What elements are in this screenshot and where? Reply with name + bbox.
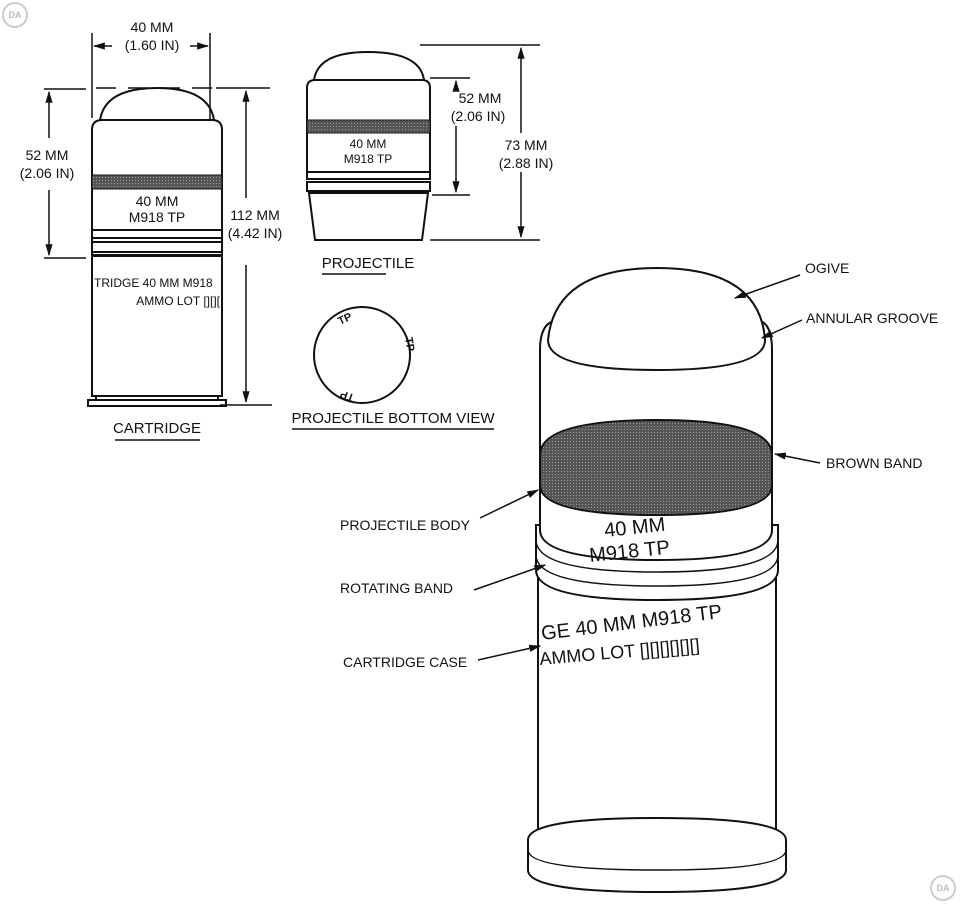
svg-text:DA: DA [937,883,950,893]
callout-ogive: OGIVE [733,260,849,299]
svg-text:OGIVE: OGIVE [805,260,849,276]
svg-text:M918 TP: M918 TP [344,152,392,166]
svg-text:112 MM: 112 MM [230,207,280,223]
cartridge-caption: CARTRIDGE [113,420,201,437]
svg-text:ROTATING BAND: ROTATING BAND [340,580,453,596]
svg-text:40 MM: 40 MM [136,193,179,209]
svg-text:TRIDGE 40 MM M918: TRIDGE 40 MM M918 [94,276,213,290]
svg-text:52 MM: 52 MM [26,147,69,163]
callout-cartridge-case: CARTRIDGE CASE [343,644,542,670]
svg-text:M918 TP: M918 TP [129,209,186,225]
main-cartridge-drawing: 40 MM M918 TP GE 40 MM M918 TP AMMO LOT … [527,266,787,894]
svg-text:PROJECTILE BODY: PROJECTILE BODY [340,517,471,533]
svg-text:(1.60 IN): (1.60 IN) [125,37,179,53]
svg-text:TP: TP [402,336,416,352]
svg-text:(2.06 IN): (2.06 IN) [20,165,74,181]
brown-band [91,174,223,190]
svg-text:DA: DA [9,10,22,20]
svg-text:(2.06 IN): (2.06 IN) [451,108,505,124]
brown-band [539,418,773,517]
callout-brown-band: BROWN BAND [773,452,922,471]
callout-projectile-body: PROJECTILE BODY [340,489,540,533]
callout-annular-groove: ANNULAR GROOVE [760,310,938,339]
callout-rotating-band: ROTATING BAND [340,564,547,596]
svg-text:52 MM: 52 MM [459,90,502,106]
projectile-dimensions: 52 MM (2.06 IN) 73 MM (2.88 IN) [420,44,553,241]
svg-text:73 MM: 73 MM [505,137,548,153]
cartridge-drawing: 40 MM M918 TP TRIDGE 40 MM M918 AMMO LOT… [87,86,227,407]
bottom-view-caption: PROJECTILE BOTTOM VIEW [291,410,495,427]
projectile-bottom-view: TP TP TP [313,306,416,404]
svg-text:ANNULAR GROOVE: ANNULAR GROOVE [806,310,938,326]
svg-text:(2.88 IN): (2.88 IN) [499,155,553,171]
svg-text:AMMO LOT [][][: AMMO LOT [][][ [136,294,220,308]
svg-text:TP: TP [336,311,354,328]
svg-text:TP: TP [339,387,356,403]
svg-text:CARTRIDGE CASE: CARTRIDGE CASE [343,654,467,670]
svg-text:40 MM: 40 MM [350,137,387,151]
svg-text:(4.42 IN): (4.42 IN) [228,225,282,241]
svg-text:BROWN BAND: BROWN BAND [826,455,922,471]
projectile-drawing: 40 MM M918 TP [306,50,431,241]
projectile-caption: PROJECTILE [322,255,415,272]
watermark-logo-top: DA [2,2,28,28]
svg-text:40 MM: 40 MM [131,19,174,35]
cartridge-dimensions: 40 MM (1.60 IN) 52 MM (2.06 IN) 112 MM (… [20,19,282,406]
watermark-logo-bottom: DA [930,875,956,901]
